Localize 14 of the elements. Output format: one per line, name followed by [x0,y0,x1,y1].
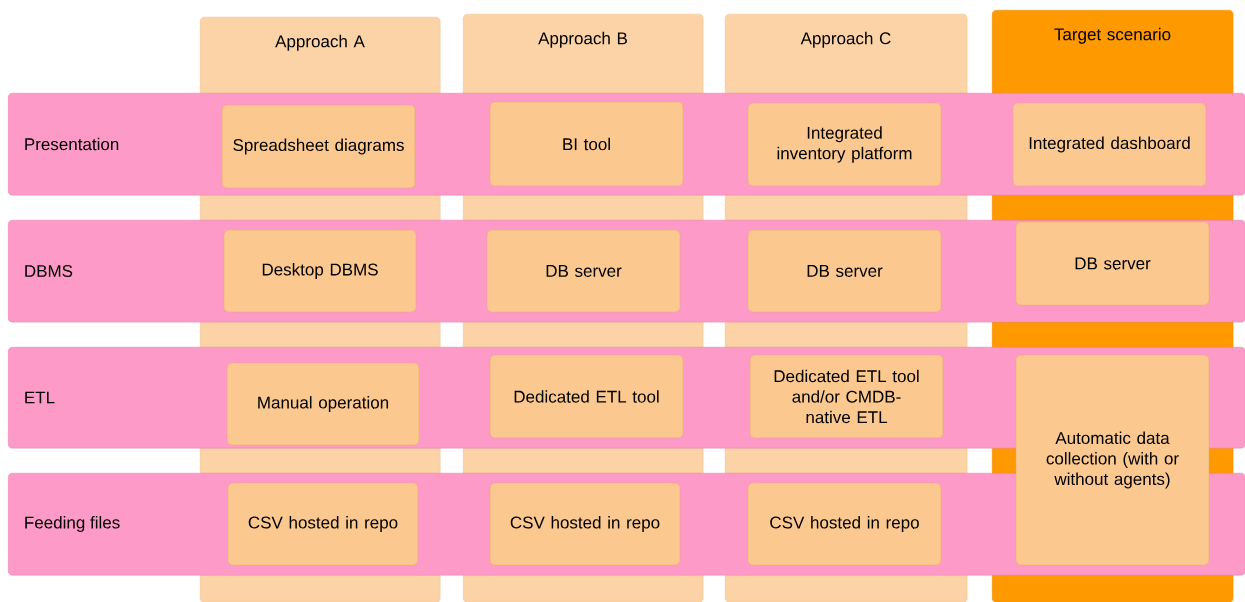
component-box: BI tool [489,101,684,187]
component-box: CSV hosted in repo [227,482,419,566]
component-box: Manual operation [226,362,420,446]
component-box: CSV hosted in repo [747,482,942,566]
component-box: DB server [747,229,942,313]
component-box: Integrated inventory platform [747,102,942,187]
component-box: Dedicated ETL tool [489,354,684,439]
component-box: CSV hosted in repo [489,482,681,566]
component-box: Desktop DBMS [223,229,417,313]
component-box: Integrated dashboard [1012,102,1207,187]
component-box: Dedicated ETL tool and/or CMDB-native ETL [749,354,944,439]
component-box: DB server [486,229,681,313]
component-box: Spreadsheet diagrams [221,104,416,189]
component-box: DB server [1015,221,1210,306]
